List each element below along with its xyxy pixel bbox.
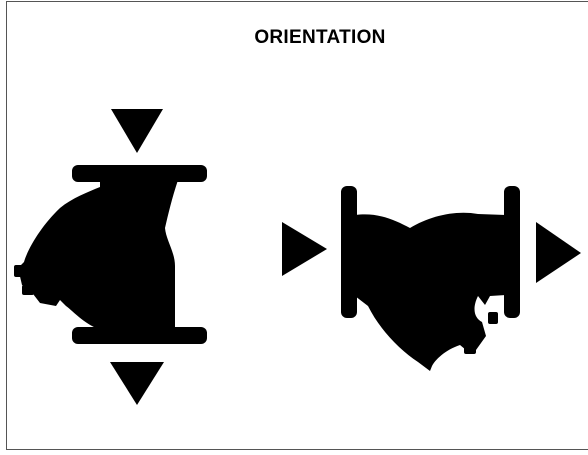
vertical-strainer-icon <box>14 165 207 344</box>
diagram-frame <box>6 1 588 450</box>
horizontal-orientation-group <box>282 186 581 371</box>
vertical-orientation-group <box>14 109 207 405</box>
horizontal-strainer-icon <box>341 186 520 371</box>
bottom-flow-arrow-icon <box>110 362 164 405</box>
top-flow-arrow-icon <box>111 109 163 153</box>
diagram-title: ORIENTATION <box>254 27 386 48</box>
inlet-flow-arrow-icon <box>282 222 327 276</box>
outlet-flow-arrow-icon <box>536 222 581 283</box>
